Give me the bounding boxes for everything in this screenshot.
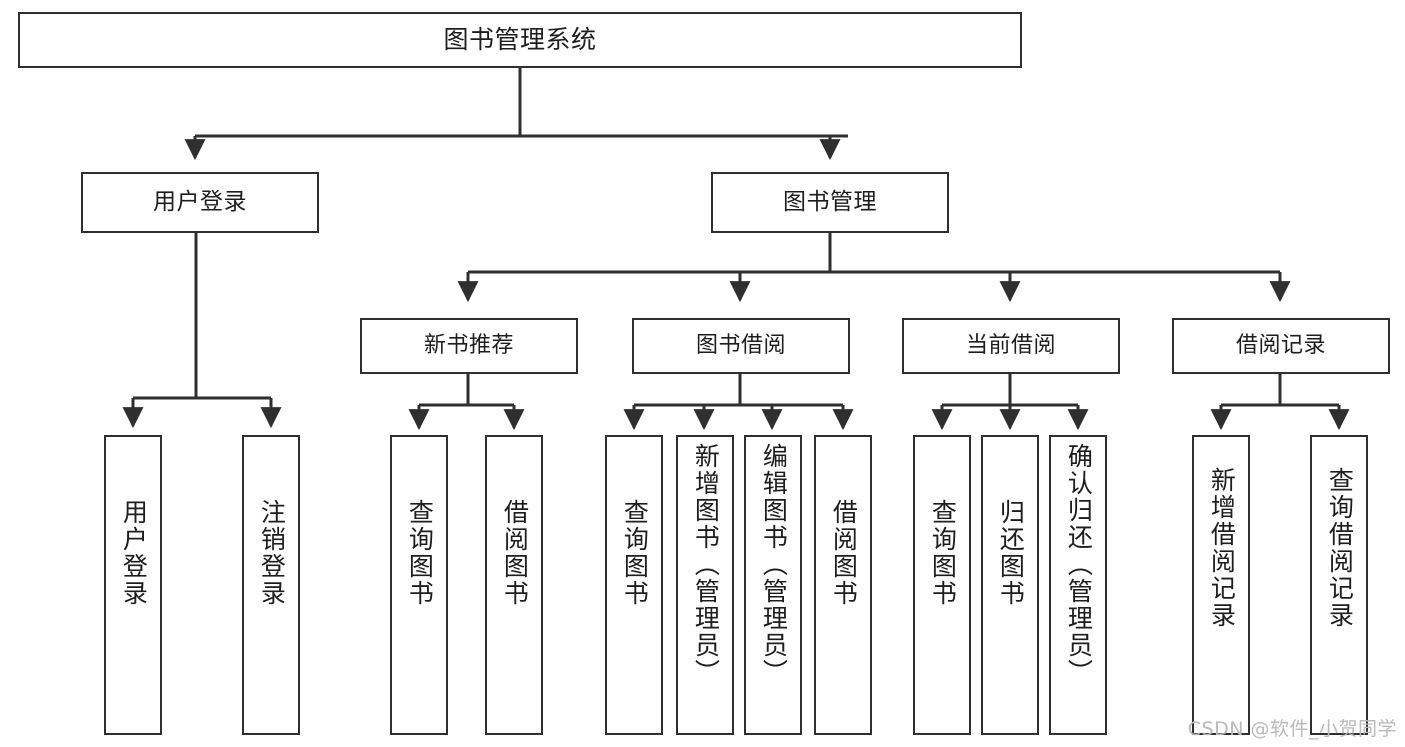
- node-leaf-query-book-1-label: 查询图书: [405, 499, 435, 607]
- node-leaf-query-book-1[interactable]: 查询图书: [390, 435, 448, 735]
- node-root[interactable]: 图书管理系统: [18, 12, 1022, 68]
- node-leaf-logout-label: 注销登录: [257, 499, 287, 607]
- node-leaf-logout[interactable]: 注销登录: [242, 435, 300, 735]
- node-leaf-return-book-label: 归还图书: [996, 499, 1026, 607]
- node-leaf-borrow-book-1-label: 借阅图书: [500, 499, 530, 607]
- node-leaf-query-book-2-label: 查询图书: [620, 499, 650, 607]
- node-leaf-edit-book-label: 编辑图书（管理员）: [759, 443, 789, 686]
- node-current-borrow[interactable]: 当前借阅: [902, 318, 1120, 374]
- node-borrow-record-label: 借阅记录: [1235, 332, 1326, 358]
- node-leaf-query-book-3[interactable]: 查询图书: [913, 435, 971, 735]
- node-leaf-query-record-label: 查询借阅记录: [1325, 467, 1355, 629]
- node-leaf-confirm-return-label: 确认归还（管理员）: [1064, 443, 1094, 686]
- node-leaf-add-book-label: 新增图书（管理员）: [691, 443, 721, 686]
- node-leaf-confirm-return[interactable]: 确认归还（管理员）: [1049, 435, 1107, 735]
- node-user-login[interactable]: 用户登录: [81, 172, 319, 233]
- watermark-text: CSDN @软件_小贺同学: [1187, 718, 1397, 740]
- node-current-borrow-label: 当前借阅: [965, 332, 1056, 358]
- node-leaf-borrow-book-2[interactable]: 借阅图书: [814, 435, 872, 735]
- node-book-management-label: 图书管理: [783, 188, 877, 215]
- node-root-label: 图书管理系统: [443, 25, 597, 54]
- node-leaf-query-book-2[interactable]: 查询图书: [605, 435, 663, 735]
- node-new-book-recommend-label: 新书推荐: [423, 332, 514, 358]
- node-leaf-borrow-book-2-label: 借阅图书: [829, 499, 859, 607]
- node-book-borrow[interactable]: 图书借阅: [632, 318, 850, 374]
- node-leaf-query-book-3-label: 查询图书: [928, 499, 958, 607]
- node-leaf-edit-book[interactable]: 编辑图书（管理员）: [744, 435, 802, 735]
- node-user-login-label: 用户登录: [153, 188, 247, 215]
- node-leaf-query-record[interactable]: 查询借阅记录: [1310, 435, 1368, 735]
- node-leaf-return-book[interactable]: 归还图书: [981, 435, 1039, 735]
- node-leaf-borrow-book-1[interactable]: 借阅图书: [485, 435, 543, 735]
- node-leaf-add-record-label: 新增借阅记录: [1207, 467, 1237, 629]
- node-leaf-add-book[interactable]: 新增图书（管理员）: [676, 435, 734, 735]
- node-book-management[interactable]: 图书管理: [711, 172, 949, 233]
- node-leaf-user-login[interactable]: 用户登录: [104, 435, 162, 735]
- node-new-book-recommend[interactable]: 新书推荐: [360, 318, 578, 374]
- node-borrow-record[interactable]: 借阅记录: [1172, 318, 1390, 374]
- node-book-borrow-label: 图书借阅: [695, 332, 786, 358]
- node-leaf-add-record[interactable]: 新增借阅记录: [1192, 435, 1250, 735]
- node-leaf-user-login-label: 用户登录: [119, 499, 149, 607]
